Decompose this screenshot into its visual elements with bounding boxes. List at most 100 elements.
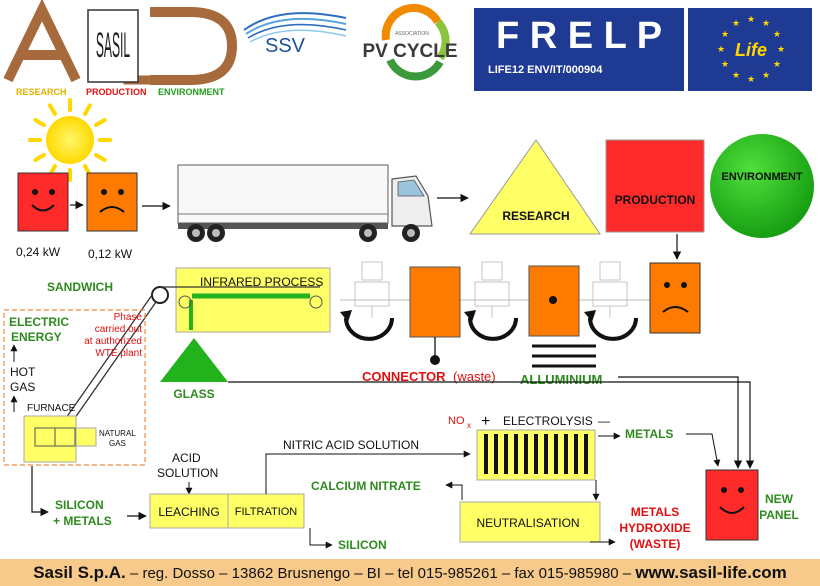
pv-cycle-association: ASSOCIATION xyxy=(395,31,429,37)
happy-panel-icon xyxy=(17,172,69,232)
electric-energy-label-1: ELECTRIC xyxy=(9,315,69,329)
tagline-research: RESEARCH xyxy=(16,87,67,97)
silicon-metals-label-2: + METALS xyxy=(53,514,112,528)
electrode-bar xyxy=(574,434,578,474)
metals-hydroxide-label-2: HYDROXIDE xyxy=(619,521,690,535)
metals-label: METALS xyxy=(625,427,673,441)
sad-panel-icon xyxy=(649,262,701,334)
arrow-filtration-to-electrolysis xyxy=(265,450,471,494)
electrode-bar xyxy=(564,434,568,474)
arrow-aluminium-to-new-panel xyxy=(618,376,743,469)
infrared-process-box: INFRARED PROCESS xyxy=(175,267,331,333)
sun-ray xyxy=(48,103,57,116)
frelp-text: F R E L P xyxy=(496,15,662,57)
pv-cycle-logo: ASSOCIATION PV CYCLE xyxy=(362,3,458,81)
leaching-box: LEACHING xyxy=(149,493,229,529)
nitric-acid-label: NITRIC ACID SOLUTION xyxy=(283,438,419,452)
arrow-metals-to-new-panel xyxy=(686,433,721,467)
neutralisation-label: NEUTRALISATION xyxy=(476,516,579,530)
phase-note-3: at authorized xyxy=(84,336,142,347)
phase-note-4: WTE plant xyxy=(95,348,142,359)
sun-ray xyxy=(83,103,92,116)
star-icon: ★ xyxy=(717,44,725,54)
silicon-label: SILICON xyxy=(338,538,387,552)
ssv-text: SSV xyxy=(265,35,306,57)
nox-label: NO xyxy=(448,415,465,427)
connector-label: CONNECTOR xyxy=(362,369,446,384)
electrode-bar xyxy=(544,434,548,474)
electrode-bar xyxy=(504,434,508,474)
electrode-bar xyxy=(484,434,488,474)
tagline-production: PRODUCTION xyxy=(86,87,147,97)
star-icon: ★ xyxy=(777,44,785,54)
acid-solution-label-2: SOLUTION xyxy=(157,466,218,480)
hot-gas-label-2: GAS xyxy=(10,380,35,394)
electrode-bar xyxy=(514,434,518,474)
eu-stars-icon: ★★★★★★★★★★★★ xyxy=(717,14,785,84)
environment-circle: ENVIRONMENT xyxy=(710,134,814,238)
tagline-environment: ENVIRONMENT xyxy=(158,87,225,97)
star-icon: ★ xyxy=(762,18,770,28)
calcium-nitrate-label: CALCIUM NITRATE xyxy=(311,479,421,493)
eu-life-logo: ★★★★★★★★★★★★ Life xyxy=(688,8,812,91)
phase-note-1: Phase xyxy=(114,312,143,323)
sun-ray xyxy=(33,153,46,162)
connector-panel xyxy=(409,266,461,365)
arrow-furnace-to-silicon xyxy=(31,466,49,517)
truck-icon xyxy=(177,164,433,242)
nox-subscript: x xyxy=(467,421,471,430)
panel-power-1: 0,24 kW xyxy=(16,245,61,259)
arrow-glass-to-new-panel xyxy=(228,381,755,469)
electrode-bar xyxy=(584,434,588,474)
footer-company: Sasil S.p.A. xyxy=(33,563,126,582)
silicon-metals-label-1: SILICON xyxy=(55,498,104,512)
robot-icon xyxy=(354,261,390,318)
sad-panel-icon xyxy=(86,172,138,232)
robot-icon xyxy=(592,261,628,318)
filtration-label: FILTRATION xyxy=(235,506,298,518)
glass-triangle: GLASS xyxy=(160,338,228,401)
rotate-arrow-icon xyxy=(584,310,638,341)
aluminium-label: ALLUMINIUM xyxy=(520,372,602,387)
footer-bar: Sasil S.p.A. – reg. Dosso – 13862 Brusne… xyxy=(0,559,820,586)
star-icon: ★ xyxy=(747,14,755,24)
star-icon: ★ xyxy=(773,59,781,69)
electrode-bar xyxy=(494,434,498,474)
footer-address: – reg. Dosso – 13862 Brusnengo – BI – te… xyxy=(125,565,636,582)
sasil-logo: SASIL RESEARCH PRODUCTION ENVIRONMENT xyxy=(3,0,238,97)
star-icon: ★ xyxy=(747,74,755,84)
ssv-logo: SSV xyxy=(243,12,347,57)
sasil-box xyxy=(87,9,139,83)
electrode-bar xyxy=(534,434,538,474)
footer-website[interactable]: www.sasil-life.com xyxy=(635,563,787,582)
metals-hydroxide-label-3: (WASTE) xyxy=(630,537,681,551)
panel-power-2: 0,12 kW xyxy=(88,247,133,261)
star-icon: ★ xyxy=(732,70,740,80)
footer-text: Sasil S.p.A. – reg. Dosso – 13862 Brusne… xyxy=(0,563,820,583)
natural-gas-label-2: GAS xyxy=(109,439,126,448)
sandwich-label: SANDWICH xyxy=(47,280,113,294)
star-icon: ★ xyxy=(732,18,740,28)
new-panel-label-2: PANEL xyxy=(759,508,799,522)
sun-ray xyxy=(94,153,107,162)
environment-label: ENVIRONMENT xyxy=(721,171,803,183)
filtration-box: FILTRATION xyxy=(227,493,305,529)
conveyor-roller-icon xyxy=(65,286,320,426)
leaching-label: LEACHING xyxy=(158,505,219,519)
plus-sign: + xyxy=(481,413,490,430)
rotate-arrow-icon xyxy=(340,310,394,341)
happy-new-panel-icon xyxy=(705,469,759,541)
natural-gas-label-1: NATURAL xyxy=(99,429,136,438)
pv-cycle-text: PV CYCLE xyxy=(362,41,457,62)
rotate-arrow-icon xyxy=(464,310,518,341)
electrode-bar xyxy=(554,434,558,474)
arrow-filtration-to-silicon xyxy=(309,528,333,549)
aluminium-panel xyxy=(528,265,596,368)
research-triangle: RESEARCH xyxy=(469,139,601,235)
furnace-label: FURNACE xyxy=(27,403,76,414)
production-square: PRODUCTION xyxy=(605,139,705,233)
electrolysis-label: ELECTROLYSIS xyxy=(503,414,593,428)
electric-energy-label-2: ENERGY xyxy=(11,330,62,344)
